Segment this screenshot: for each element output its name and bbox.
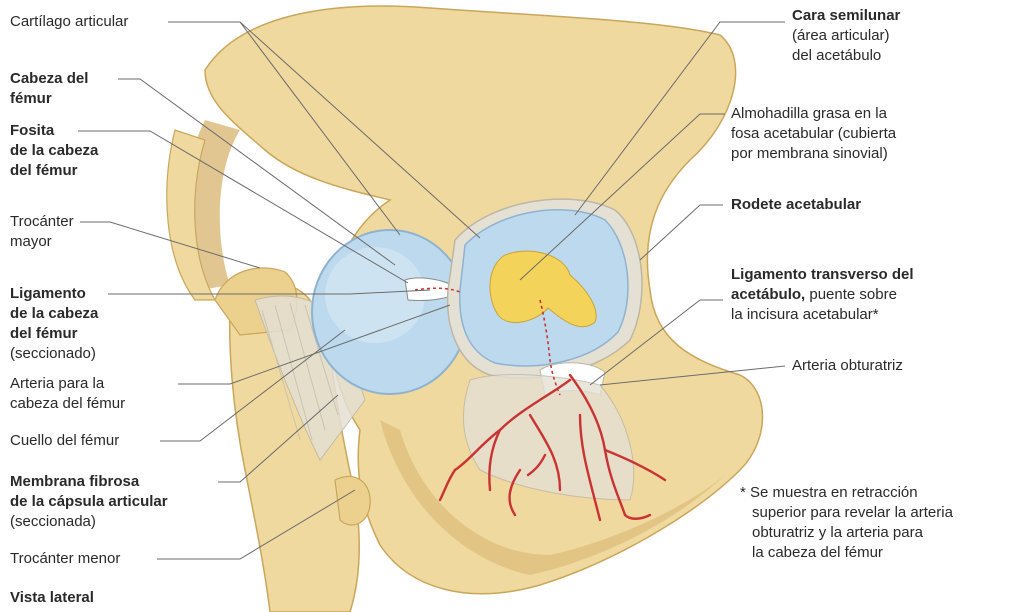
label-ligamento-transverso: Ligamento transverso del acetábulo, puen…	[731, 265, 914, 325]
label-trocanter-menor: Trocánter menor	[10, 549, 120, 569]
label-cartilago-articular: Cartílago articular	[10, 12, 128, 32]
label-vista-lateral: Vista lateral	[10, 588, 94, 608]
label-cara-semilunar: Cara semilunar (área articular) del acet…	[792, 6, 900, 66]
label-ligamento-cabeza: Ligamento de la cabeza del fémur (seccio…	[10, 284, 98, 364]
label-trocanter-mayor: Trocánter mayor	[10, 212, 74, 252]
label-almohadilla-grasa: Almohadilla grasa en la fosa acetabular …	[731, 104, 896, 164]
label-cabeza-femur: Cabeza del fémur	[10, 69, 88, 109]
footnote: * Se muestra en retracción superior para…	[740, 483, 953, 563]
label-arteria-cabeza: Arteria para la cabeza del fémur	[10, 374, 125, 414]
label-cuello-femur: Cuello del fémur	[10, 431, 119, 451]
label-membrana-fibrosa: Membrana fibrosa de la cápsula articular…	[10, 472, 168, 532]
label-fosita: Fosita de la cabeza del fémur	[10, 121, 98, 181]
label-rodete-acetabular: Rodete acetabular	[731, 195, 861, 215]
label-arteria-obturatriz: Arteria obturatriz	[792, 356, 903, 376]
lesser-trochanter	[335, 476, 370, 525]
